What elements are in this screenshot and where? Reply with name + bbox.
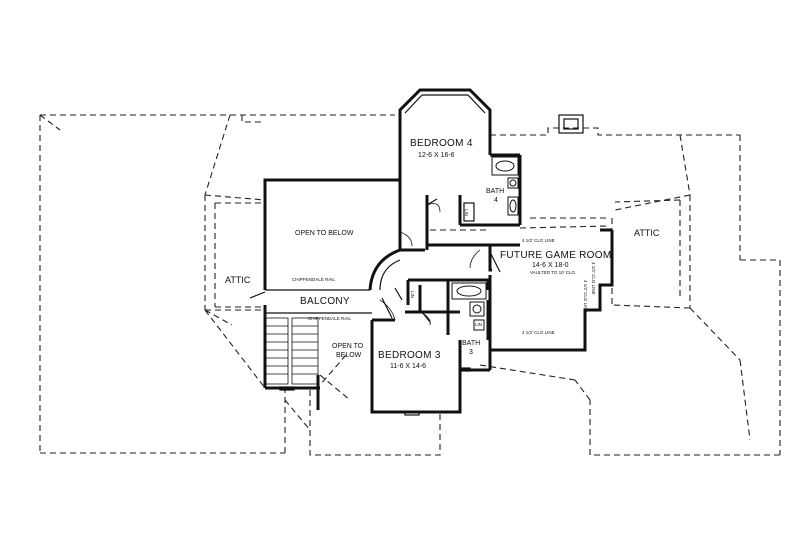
bath-fixtures xyxy=(451,156,519,331)
bath3-label: BATH xyxy=(462,340,480,347)
room-labels: BEDROOM 4 12-6 X 16-6 BATH 4 OPEN TO BEL… xyxy=(225,138,660,370)
open-below-left: OPEN TO BELOW xyxy=(295,230,354,237)
doors xyxy=(279,198,501,416)
staircase xyxy=(265,317,319,385)
attic-roofline xyxy=(39,114,781,456)
bedroom3-dims: 11-6 X 14-6 xyxy=(390,363,426,370)
clg-line-top: 4 1/2' CLG LINE xyxy=(522,238,555,243)
bath4-number: 4 xyxy=(494,197,498,204)
linen-a: LIN xyxy=(464,209,469,216)
bath4-label: BATH xyxy=(486,188,504,195)
bedroom4-name: BEDROOM 4 xyxy=(410,138,473,149)
linen-c: LIN xyxy=(475,322,482,327)
game-room-note: VAULTED TO 10' CLG xyxy=(530,270,576,275)
clg-line-inner: 4 1/2' CLG LINE xyxy=(583,280,588,313)
clg-line-right: 4 1/2' CLG LINE xyxy=(591,262,596,295)
walls xyxy=(249,88,614,414)
open-below-stair-1: OPEN TO xyxy=(332,343,364,350)
clg-line-bottom: 4 1/2' CLG LINE xyxy=(522,330,555,335)
linen-b: LIN xyxy=(410,291,415,298)
bedroom3-name: BEDROOM 3 xyxy=(378,350,441,361)
chippendale-rail-top: CHIPPENDALE RAIL xyxy=(292,277,336,282)
bath3-number: 3 xyxy=(469,349,473,356)
bedroom4-dims: 12-6 X 16-6 xyxy=(418,152,455,159)
game-room-dims: 14-6 X 18-0 xyxy=(532,262,569,269)
annotations: CHIPPENDALE RAIL CHIPPENDALE RAIL 4 1/2'… xyxy=(292,209,596,335)
attic-right: ATTIC xyxy=(634,228,660,238)
game-room-name: FUTURE GAME ROOM xyxy=(500,250,611,261)
chippendale-rail-bottom: CHIPPENDALE RAIL xyxy=(308,316,352,321)
balcony-label: BALCONY xyxy=(300,296,350,307)
attic-left: ATTIC xyxy=(225,275,251,285)
open-below-stair-2: BELOW xyxy=(336,352,362,359)
chimney xyxy=(558,114,584,134)
